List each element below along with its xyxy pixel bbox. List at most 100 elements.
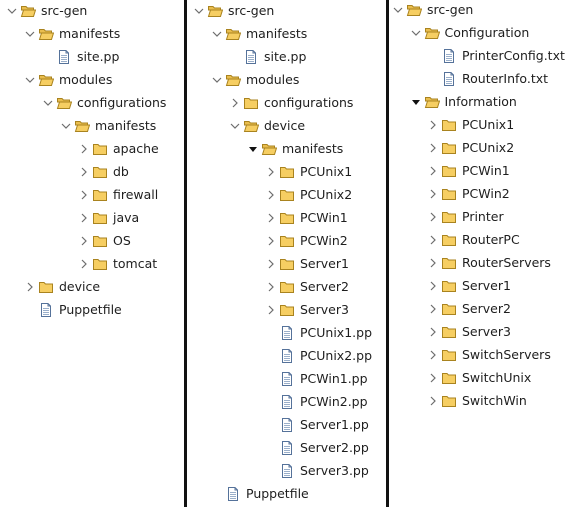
chevron-right-icon[interactable] xyxy=(427,142,439,154)
tree-item-label: PCWin2.pp xyxy=(300,394,368,409)
tree-item-label: manifests xyxy=(246,26,308,41)
chevron-down-icon[interactable] xyxy=(211,74,223,86)
tree-item-label: RouterPC xyxy=(462,232,520,247)
file-icon xyxy=(282,464,292,478)
tree-item-label: manifests xyxy=(95,118,157,133)
file-icon xyxy=(282,395,292,409)
folder-icon xyxy=(93,236,107,247)
chevron-down-icon[interactable] xyxy=(410,27,422,39)
tree-item-label: Printer xyxy=(462,209,504,224)
folder-icon xyxy=(280,259,294,270)
folder-open-icon xyxy=(207,6,223,17)
panel-divider xyxy=(386,0,389,507)
folder-icon xyxy=(442,350,456,361)
folder-icon xyxy=(39,282,53,293)
folder-icon xyxy=(442,120,456,131)
file-icon xyxy=(282,326,292,340)
folder-icon xyxy=(93,190,107,201)
folder-open-icon xyxy=(243,121,259,132)
folder-icon xyxy=(442,304,456,315)
tree-item-label: tomcat xyxy=(113,256,158,271)
folder-open-icon xyxy=(38,75,54,86)
folder-open-icon xyxy=(424,28,440,39)
tree-item-label: Server2 xyxy=(300,279,349,294)
chevron-right-icon[interactable] xyxy=(265,235,277,247)
tree-item-label: SwitchUnix xyxy=(462,370,532,385)
file-icon xyxy=(228,487,238,501)
chevron-right-icon[interactable] xyxy=(427,395,439,407)
chevron-down-icon[interactable] xyxy=(229,120,241,132)
folder-icon xyxy=(280,305,294,316)
tree-item-label: apache xyxy=(113,141,159,156)
chevron-down-icon[interactable] xyxy=(42,97,54,109)
chevron-right-icon[interactable] xyxy=(24,281,36,293)
chevron-right-icon[interactable] xyxy=(427,165,439,177)
tree-item-label: Server3 xyxy=(462,324,511,339)
folder-icon xyxy=(93,259,107,270)
tree-item-label: SwitchWin xyxy=(462,393,527,408)
chevron-down-icon[interactable] xyxy=(392,4,404,16)
tree-item-label: PCWin1 xyxy=(462,163,510,178)
chevron-right-icon[interactable] xyxy=(78,189,90,201)
file-icon xyxy=(444,72,454,86)
chevron-right-icon[interactable] xyxy=(427,211,439,223)
chevron-down-icon[interactable] xyxy=(6,5,18,17)
chevron-down-icon[interactable] xyxy=(211,28,223,40)
chevron-right-icon[interactable] xyxy=(78,258,90,270)
chevron-right-icon[interactable] xyxy=(229,97,241,109)
tree-item-label: PCUnix1 xyxy=(300,164,353,179)
chevron-right-icon[interactable] xyxy=(427,188,439,200)
tree-item-label: RouterServers xyxy=(462,255,551,270)
tree-item-label: PCUnix1 xyxy=(462,117,515,132)
chevron-right-icon[interactable] xyxy=(427,326,439,338)
chevron-right-icon[interactable] xyxy=(265,166,277,178)
chevron-right-icon[interactable] xyxy=(78,212,90,224)
tree-item-label: Information xyxy=(444,94,517,109)
tree-item-label: db xyxy=(113,164,129,179)
chevron-right-icon[interactable] xyxy=(427,119,439,131)
triangle-down-icon[interactable] xyxy=(247,143,259,155)
chevron-right-icon[interactable] xyxy=(265,189,277,201)
triangle-down-icon[interactable] xyxy=(410,96,422,108)
chevron-right-icon[interactable] xyxy=(265,258,277,270)
chevron-right-icon[interactable] xyxy=(78,166,90,178)
chevron-down-icon[interactable] xyxy=(24,74,36,86)
chevron-right-icon[interactable] xyxy=(427,280,439,292)
chevron-right-icon[interactable] xyxy=(265,304,277,316)
tree-item-label: Server3 xyxy=(300,302,349,317)
chevron-right-icon[interactable] xyxy=(78,235,90,247)
folder-open-icon xyxy=(20,6,36,17)
folder-icon xyxy=(93,213,107,224)
file-icon xyxy=(59,50,69,64)
tree-item-label: PCWin1 xyxy=(300,210,348,225)
chevron-down-icon[interactable] xyxy=(60,120,72,132)
tree-item-label: firewall xyxy=(113,187,159,202)
folder-open-icon xyxy=(74,121,90,132)
chevron-right-icon[interactable] xyxy=(427,303,439,315)
chevron-right-icon[interactable] xyxy=(427,257,439,269)
tree-item-label: Server1.pp xyxy=(300,417,369,432)
tree-item-label: src-gen xyxy=(228,3,275,18)
folder-icon xyxy=(244,98,258,109)
tree-item-label: PCUnix2.pp xyxy=(300,348,373,363)
tree-item-label: modules xyxy=(59,72,113,87)
folder-icon xyxy=(442,373,456,384)
chevron-right-icon[interactable] xyxy=(427,234,439,246)
chevron-right-icon[interactable] xyxy=(427,349,439,361)
folder-icon xyxy=(280,213,294,224)
chevron-down-icon[interactable] xyxy=(193,5,205,17)
tree-item-label: device xyxy=(264,118,306,133)
chevron-right-icon[interactable] xyxy=(265,212,277,224)
tree-item-label: Server2.pp xyxy=(300,440,369,455)
chevron-right-icon[interactable] xyxy=(265,281,277,293)
chevron-right-icon[interactable] xyxy=(78,143,90,155)
folder-icon xyxy=(442,327,456,338)
chevron-right-icon[interactable] xyxy=(427,372,439,384)
file-icon xyxy=(41,303,51,317)
folder-open-icon xyxy=(424,97,440,108)
tree-item-label: OS xyxy=(113,233,131,248)
chevron-down-icon[interactable] xyxy=(24,28,36,40)
folder-icon xyxy=(280,282,294,293)
file-icon xyxy=(246,50,256,64)
